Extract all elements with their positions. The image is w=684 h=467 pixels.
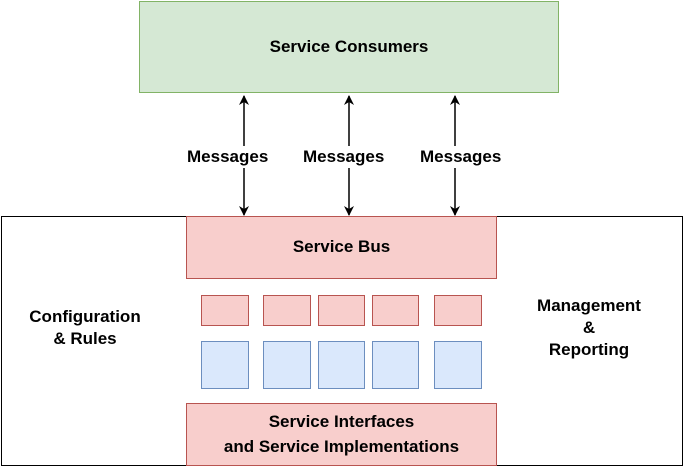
service-interfaces-line2: and Service Implementations — [223, 436, 460, 456]
service-bus-box: Service Bus — [186, 216, 497, 279]
management-reporting-label: Management & Reporting — [524, 295, 654, 361]
messages-label-3: Messages — [420, 146, 502, 168]
messages-label-1: Messages — [187, 146, 269, 168]
bus-adapter-5 — [434, 295, 482, 326]
service-consumers-label: Service Consumers — [269, 36, 429, 56]
bus-adapter-3 — [318, 295, 365, 326]
reporting-line: Reporting — [548, 340, 630, 360]
bus-adapter-4 — [372, 295, 419, 326]
service-component-3 — [318, 341, 365, 389]
rules-line: & Rules — [53, 329, 117, 349]
configuration-rules-label: Configuration & Rules — [20, 306, 150, 350]
service-interfaces-box: Service Interfaces and Service Implement… — [186, 403, 497, 466]
service-component-1 — [201, 341, 249, 389]
management-line: Management — [537, 296, 641, 315]
ampersand-line: & — [582, 318, 596, 338]
service-component-4 — [372, 341, 419, 389]
bus-adapter-1 — [201, 295, 249, 326]
bus-adapter-2 — [263, 295, 311, 326]
service-bus-label: Service Bus — [292, 237, 391, 257]
service-component-5 — [434, 341, 482, 389]
messages-label-2: Messages — [303, 146, 385, 168]
service-interfaces-line1: Service Interfaces — [268, 411, 415, 431]
configuration-line: Configuration — [29, 307, 141, 326]
service-component-2 — [263, 341, 311, 389]
service-consumers-box: Service Consumers — [139, 1, 559, 93]
